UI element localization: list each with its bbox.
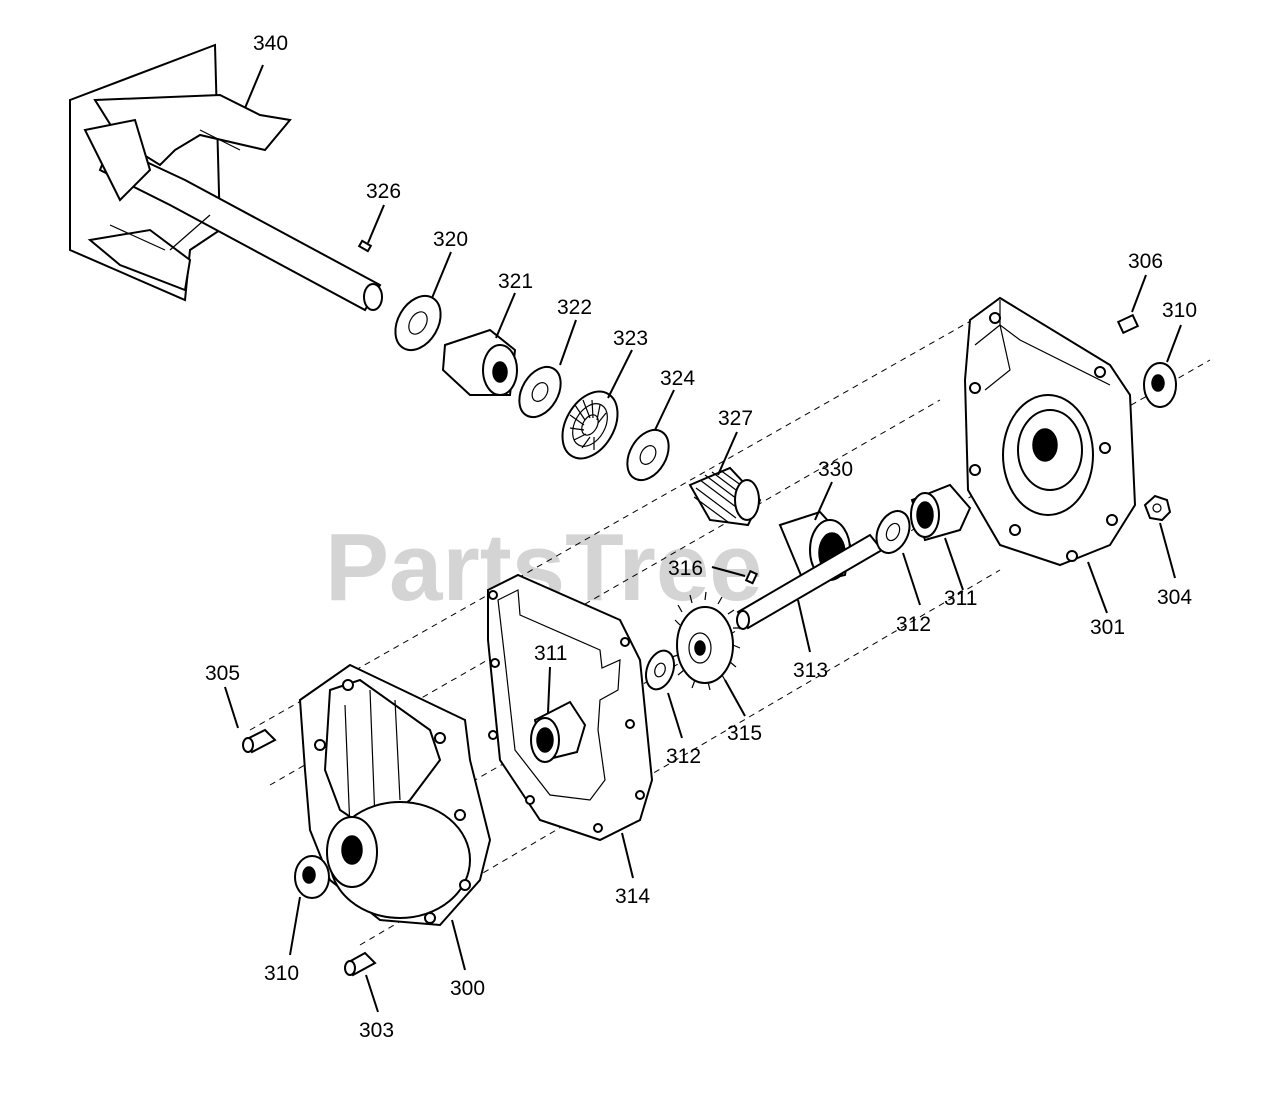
label-323: 323 bbox=[613, 327, 648, 350]
washer-312-left bbox=[644, 649, 676, 691]
label-321: 321 bbox=[498, 270, 533, 293]
screw-303 bbox=[344, 951, 377, 977]
housing-301 bbox=[963, 296, 1137, 567]
label-310-right: 310 bbox=[1162, 299, 1197, 322]
label-330: 330 bbox=[818, 458, 853, 481]
screw-305 bbox=[242, 728, 277, 754]
label-324: 324 bbox=[660, 367, 695, 390]
label-311-left: 311 bbox=[534, 642, 567, 665]
washer-322 bbox=[518, 365, 562, 419]
label-314: 314 bbox=[615, 885, 650, 908]
label-304: 304 bbox=[1157, 586, 1192, 609]
bushing-311-right bbox=[910, 483, 972, 542]
housing-300 bbox=[298, 663, 492, 927]
washer-320 bbox=[394, 294, 442, 352]
label-340: 340 bbox=[253, 32, 288, 55]
bushing-311-left bbox=[530, 700, 587, 763]
label-303: 303 bbox=[359, 1019, 394, 1042]
label-301: 301 bbox=[1090, 616, 1125, 639]
label-305: 305 bbox=[205, 662, 240, 685]
label-300: 300 bbox=[450, 977, 485, 1000]
auger-assembly bbox=[69, 43, 383, 312]
leader-lines bbox=[224, 64, 1182, 1013]
set-screw-306 bbox=[1116, 313, 1140, 335]
label-316: 316 bbox=[668, 557, 703, 580]
pin-326 bbox=[357, 239, 373, 253]
washer-312-right bbox=[875, 510, 911, 554]
gear-315 bbox=[671, 591, 741, 691]
label-313: 313 bbox=[793, 659, 828, 682]
nut-304 bbox=[1143, 494, 1172, 522]
label-320: 320 bbox=[433, 228, 468, 251]
label-326: 326 bbox=[366, 180, 401, 203]
collar-310-right bbox=[1143, 362, 1177, 408]
thrust-bearing-323 bbox=[561, 390, 619, 460]
label-311-right: 311 bbox=[944, 587, 977, 610]
label-315: 315 bbox=[727, 722, 762, 745]
label-322: 322 bbox=[557, 296, 592, 319]
label-327: 327 bbox=[718, 407, 753, 430]
washer-324 bbox=[626, 428, 670, 482]
worm-gear-327 bbox=[688, 466, 762, 527]
label-310-left: 310 bbox=[264, 962, 299, 985]
bearing-321 bbox=[441, 328, 518, 396]
label-306: 306 bbox=[1128, 250, 1163, 273]
key-316 bbox=[744, 569, 759, 585]
label-312-right: 312 bbox=[896, 613, 931, 636]
label-312-left: 312 bbox=[666, 745, 701, 768]
collar-310-left bbox=[294, 855, 330, 899]
